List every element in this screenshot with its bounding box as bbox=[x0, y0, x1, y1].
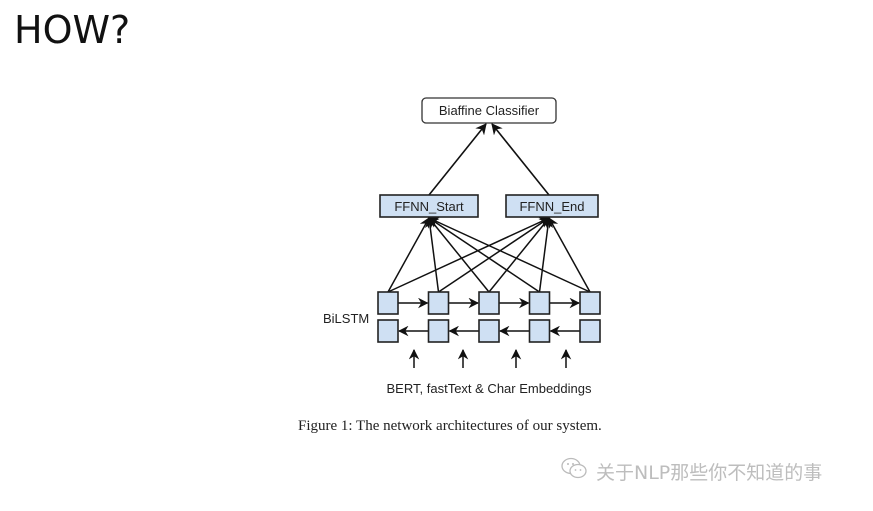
edges-layer bbox=[387, 123, 591, 337]
ffnn-start-box bbox=[379, 194, 479, 218]
edge-to-ffnn-end bbox=[538, 216, 554, 293]
biaffine-classifier-box bbox=[421, 97, 557, 124]
bilstm-backward-cell bbox=[579, 319, 601, 343]
bilstm-backward-cell bbox=[427, 319, 450, 343]
edge-end-to-classifier bbox=[491, 123, 550, 196]
bilstm-forward-cell bbox=[478, 291, 500, 315]
edge-to-ffnn-end bbox=[488, 217, 550, 293]
edge-to-ffnn-start bbox=[428, 217, 540, 293]
edge-start-to-classifier bbox=[428, 123, 487, 196]
watermark-text: 关于NLP那些你不知道的事 bbox=[596, 462, 823, 484]
ffnn-end-label: FFNN_End bbox=[519, 199, 584, 214]
bilstm-cells bbox=[377, 291, 601, 343]
biaffine-classifier-node: Biaffine Classifier bbox=[421, 97, 557, 124]
slide-title: HOW? bbox=[14, 8, 131, 52]
bilstm-backward-cell bbox=[528, 319, 551, 343]
edge-to-ffnn-start bbox=[387, 217, 430, 293]
edge-to-ffnn-end bbox=[387, 217, 550, 293]
wechat-icon bbox=[560, 456, 590, 487]
figure-caption: Figure 1: The network architectures of o… bbox=[298, 418, 602, 434]
bilstm-label: BiLSTM bbox=[323, 311, 369, 326]
bilstm-forward-cell bbox=[427, 291, 450, 315]
biaffine-classifier-label: Biaffine Classifier bbox=[439, 103, 540, 118]
watermark: 关于NLP那些你不知道的事 bbox=[560, 456, 822, 487]
bilstm-forward-cell bbox=[377, 291, 399, 315]
bilstm-forward-cell bbox=[579, 291, 601, 315]
ffnn-start-node: FFNN_Start bbox=[379, 194, 479, 218]
edge-to-ffnn-start bbox=[428, 217, 490, 293]
edge-to-ffnn-start bbox=[424, 216, 440, 293]
bilstm-backward-cell bbox=[478, 319, 500, 343]
edge-to-ffnn-end bbox=[548, 217, 591, 293]
input-arrows bbox=[408, 348, 572, 368]
ffnn-end-node: FFNN_End bbox=[505, 194, 599, 218]
edge-to-ffnn-start bbox=[428, 217, 591, 293]
embeddings-label: BERT, fastText & Char Embeddings bbox=[387, 381, 592, 396]
ffnn-start-label: FFNN_Start bbox=[394, 199, 464, 214]
bilstm-forward-cell bbox=[528, 291, 551, 315]
edge-to-ffnn-end bbox=[438, 217, 550, 293]
ffnn-end-box bbox=[505, 194, 599, 218]
bilstm-backward-cell bbox=[377, 319, 399, 343]
